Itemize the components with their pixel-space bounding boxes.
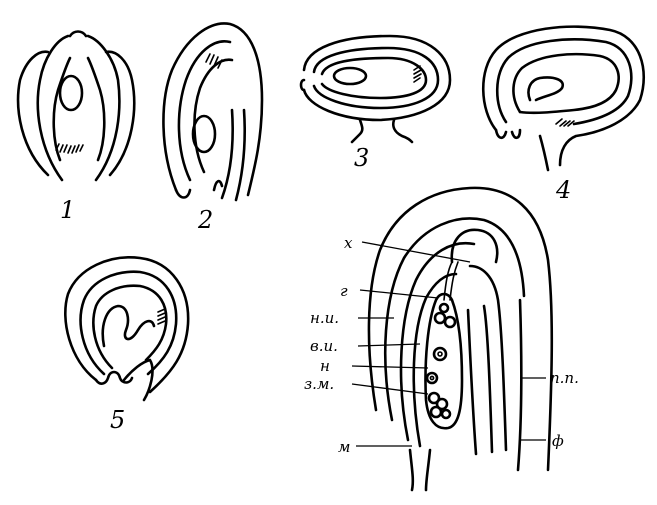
label-nucellus: н xyxy=(320,357,330,375)
label-outer-integument: н.и. xyxy=(310,309,339,327)
ovule-figure-5: 5 xyxy=(64,256,190,434)
label-chalaza: х xyxy=(344,234,353,252)
figure-1-number: 1 xyxy=(60,196,75,224)
ovule-figure-3: 3 xyxy=(299,34,452,172)
ovule-figure-4: 4 xyxy=(481,25,645,204)
label-funicle: ф xyxy=(552,432,564,450)
label-synergids: г xyxy=(340,282,348,300)
label-micropyle: м xyxy=(338,438,350,456)
figure-3-number: 3 xyxy=(354,144,369,172)
ovule-figure-1: 1 xyxy=(16,30,136,224)
label-inner-integument: в.и. xyxy=(310,337,338,355)
figure-5-number: 5 xyxy=(110,406,125,434)
label-embryo-sac: з.м. xyxy=(304,375,334,393)
ovule-figure-2: 2 xyxy=(162,22,264,234)
label-funicle-bundle: п.п. xyxy=(550,369,579,387)
figure-4-number: 4 xyxy=(555,176,571,204)
ovule-detail-figure: х г н.и. в.и. н з.м. м п.п. ф xyxy=(304,186,579,492)
figure-2-number: 2 xyxy=(197,206,213,234)
